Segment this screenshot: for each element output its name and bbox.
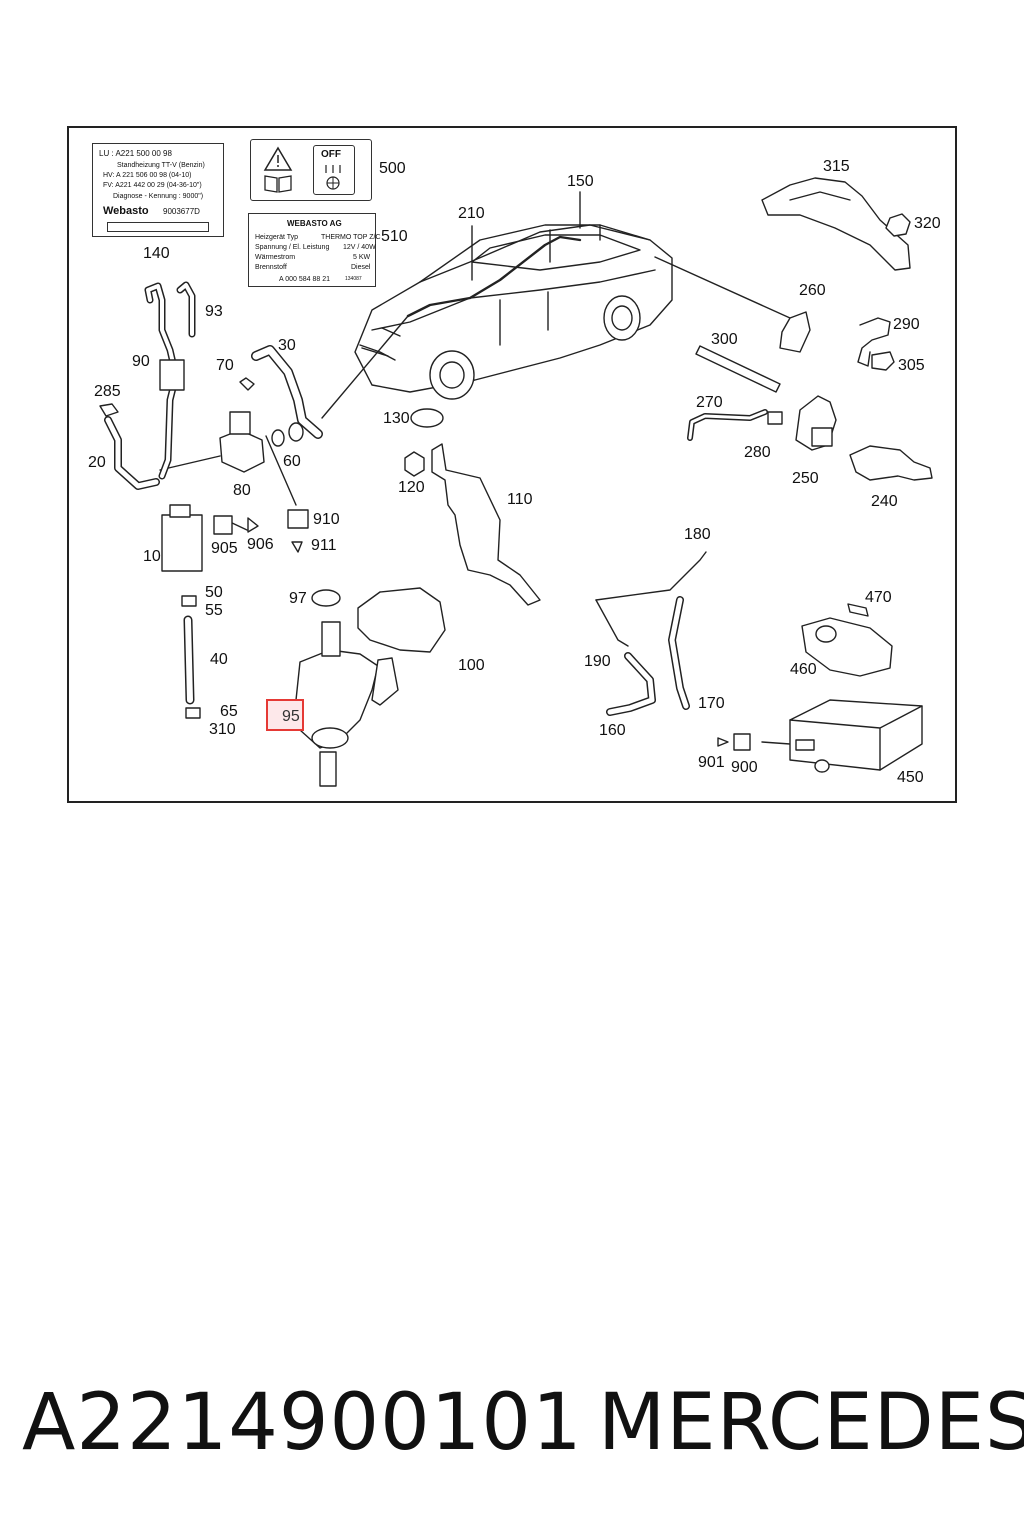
brand-name: MERCEDES [598, 1378, 1024, 1468]
tag510-small: 134087 [345, 276, 362, 282]
tag140-line3: HV: A 221 506 00 98 (04-10) [103, 172, 192, 179]
callout-906: 906 [247, 536, 274, 553]
callout-110: 110 [507, 491, 533, 508]
manual-book-icon [264, 175, 292, 193]
callout-900: 900 [731, 759, 758, 776]
callout-450: 450 [897, 769, 924, 786]
callout-10: 10 [143, 548, 161, 565]
tag140-brand: Webasto [103, 205, 149, 217]
callout-905: 905 [211, 540, 238, 557]
callout-910: 910 [313, 511, 340, 528]
callout-65: 65 [220, 703, 238, 720]
callout-305: 305 [898, 357, 925, 374]
callout-60: 60 [283, 453, 301, 470]
callout-50: 50 [205, 584, 223, 601]
tag510-r1k: Heizgerät Typ [255, 234, 299, 241]
label-tag-510: WEBASTO AG Heizgerät Typ THERMO TOP Z/C … [248, 213, 381, 287]
part-number: A2214900101 [22, 1378, 583, 1468]
tag510-r2k: Spannung / El. Leistung [255, 244, 330, 251]
callout-120: 120 [398, 479, 425, 496]
callout-315: 315 [823, 158, 850, 175]
tag510-title: WEBASTO AG [287, 219, 342, 228]
callout-470: 470 [865, 589, 892, 606]
callout-130: 130 [383, 410, 410, 427]
tag510-r4v: Diesel [351, 264, 371, 271]
callout-80: 80 [233, 482, 251, 499]
callout-300: 300 [711, 331, 738, 348]
callout-180: 180 [684, 526, 711, 543]
callout-95-highlighted[interactable]: 95 [266, 699, 304, 731]
tag140-code: 9003677D [163, 207, 200, 216]
tag510-r3v: 5 KW [353, 254, 371, 261]
off-fan-icon: OFF [313, 145, 355, 195]
tag510-r1v: THERMO TOP Z/C [321, 234, 381, 241]
car-illustration [354, 224, 673, 400]
callout-911: 911 [311, 537, 337, 554]
tag510-r2v: 12V / 40W [343, 244, 376, 251]
warning-triangle-icon [263, 146, 293, 171]
callout-160: 160 [599, 722, 626, 739]
callout-310: 310 [209, 721, 236, 738]
callout-30: 30 [278, 337, 296, 354]
callout-460: 460 [790, 661, 817, 678]
callout-320: 320 [914, 215, 941, 232]
callout-55: 55 [205, 602, 223, 619]
callout-510: 510 [381, 228, 408, 245]
callout-170: 170 [698, 695, 725, 712]
tag140-line5: Diagnose - Kennung : 9000") [113, 193, 204, 200]
callout-40: 40 [210, 651, 228, 668]
callout-240: 240 [871, 493, 898, 510]
callout-270: 270 [696, 394, 723, 411]
callout-100: 100 [458, 657, 485, 674]
callout-190: 190 [584, 653, 611, 670]
callout-150: 150 [567, 173, 594, 190]
callout-901: 901 [698, 754, 725, 771]
callout-285: 285 [94, 383, 121, 400]
tag510-r3k: Wärmestrom [255, 254, 296, 261]
callout-93: 93 [205, 303, 223, 320]
tag510-r4k: Brennstoff [255, 264, 287, 271]
tag140-line1: LU : A221 500 00 98 [99, 149, 172, 158]
callout-250: 250 [792, 470, 819, 487]
callout-260: 260 [799, 282, 826, 299]
off-text: OFF [321, 149, 341, 160]
tag140-line4: FV: A221 442 00 29 (04-36-10") [103, 182, 202, 189]
callout-210: 210 [458, 205, 485, 222]
warning-label-500: OFF [250, 139, 372, 201]
callout-140: 140 [143, 245, 170, 262]
callout-70: 70 [216, 357, 234, 374]
diagram-frame [67, 126, 957, 803]
callout-97: 97 [289, 590, 307, 607]
tag510-part: A 000 584 88 21 [279, 276, 330, 283]
callout-500: 500 [379, 160, 406, 177]
tag140-line2: Standheizung TT-V (Benzin) [117, 162, 205, 169]
callout-290: 290 [893, 316, 920, 333]
tag140-bar [107, 222, 209, 232]
callout-20: 20 [88, 454, 106, 471]
callout-280: 280 [744, 444, 771, 461]
callout-90: 90 [132, 353, 150, 370]
label-tag-140: LU : A221 500 00 98 Standheizung TT-V (B… [92, 143, 224, 237]
